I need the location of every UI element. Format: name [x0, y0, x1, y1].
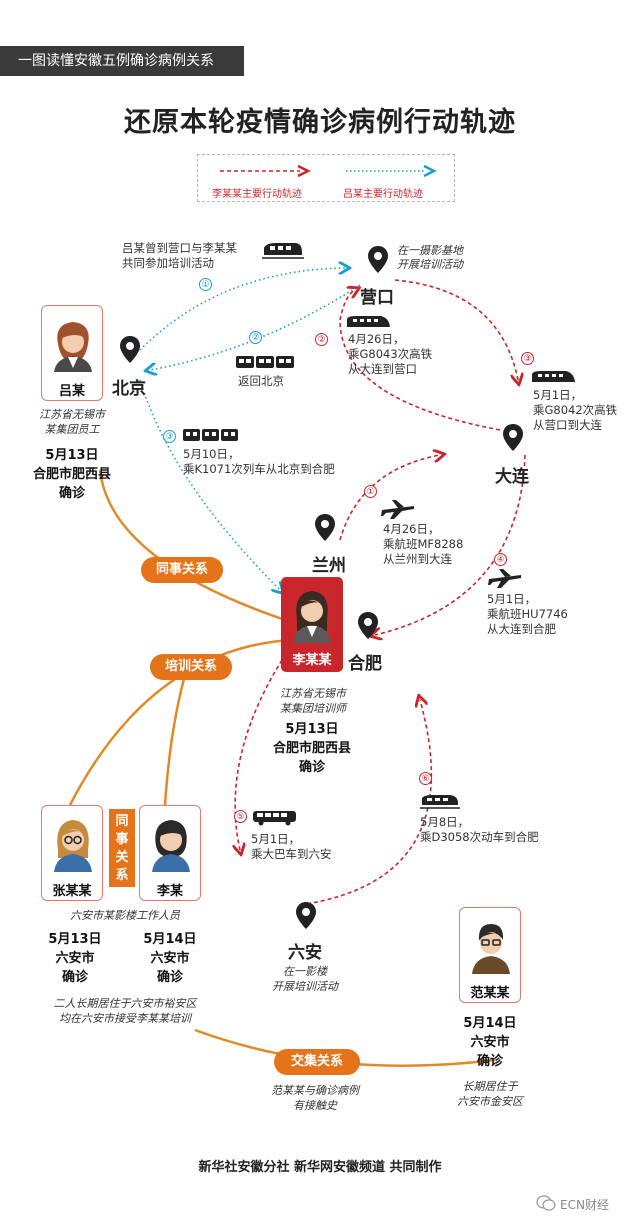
blue-route-1 [139, 268, 345, 351]
blue-route-legend-icon [346, 164, 437, 178]
cross-relation-note: 范某某与确诊病例 有接触史 [271, 1084, 359, 1112]
male-glasses-avatar-icon [472, 924, 510, 974]
person-desc-fan: 长期居住于 六安市金安区 [457, 1080, 523, 1108]
person-desc-lv: 江苏省无锡市 某集团员工 [39, 408, 105, 436]
bus-icon [253, 811, 296, 826]
red-route-3-number: ③ [521, 352, 534, 365]
train-icon [262, 243, 304, 259]
luan-pin-icon [296, 902, 316, 929]
watermark: ECN财经 [560, 1198, 609, 1212]
red-route-4 [375, 454, 526, 635]
blue-route-2-number: ② [249, 331, 262, 344]
red-route-6-number: ⑥ [419, 772, 432, 785]
training-relation-badge: 培训关系 [150, 654, 232, 680]
header-tag: 一图读懂安徽五例确诊病例关系 [0, 46, 244, 76]
person-desc-li-main: 江苏省无锡市 某集团培训师 [280, 687, 346, 715]
female-avatar-icon [293, 591, 331, 643]
female-glasses-avatar-icon [54, 820, 92, 872]
train-car-icon [183, 429, 238, 441]
training-relation-line-1 [68, 638, 291, 806]
person-card-zhang: 张某某 [41, 805, 103, 901]
red-route-6 [299, 700, 433, 906]
legend-blue-label: 吕某主要行动轨迹 [343, 189, 423, 200]
red-route-3 [394, 279, 518, 380]
red-route-5-note: 5月1日， 乘大巴车到六安 [251, 832, 332, 861]
beijing-pin-icon [120, 336, 140, 363]
city-luan: 六安 [288, 943, 322, 963]
red-route-1-note: 4月26日， 乘航班MF8288 从兰州到大连 [383, 522, 464, 566]
person-card-li2: 李某 [139, 805, 201, 901]
person-card-lv: 吕某 [41, 305, 103, 401]
person-date-li2: 5月14日 六安市 确诊 [143, 932, 197, 985]
person-date-lv: 5月13日 合肥市肥西县 确诊 [32, 448, 111, 501]
blue-route-1-note: 吕某曾到营口与李某某 共同参加培训活动 [122, 241, 237, 270]
person-name-fan: 范某某 [470, 986, 510, 1001]
person-name-lv: 吕某 [58, 384, 85, 399]
train-car-icon [236, 356, 294, 368]
red-route-5 [235, 659, 283, 850]
person-date-li-main: 5月13日 合肥市肥西县 确诊 [272, 722, 351, 775]
red-route-6-note: 5月8日， 乘D3058次动车到合肥 [420, 815, 539, 844]
yingkou-pin-icon [368, 246, 388, 273]
person-name-zhang: 张某某 [52, 884, 92, 899]
high-speed-train-icon [532, 371, 575, 382]
blue-route-3-number: ③ [163, 430, 176, 443]
pair-note: 二人长期居住于六安市裕安区 均在六安市接受李某某培训 [53, 997, 197, 1025]
airplane-icon [488, 569, 521, 588]
cross-relation-badge: 交集关系 [274, 1049, 360, 1075]
blue-route-3-note: 5月10日， 乘K1071次列车从北京到合肥 [183, 447, 335, 476]
yingkou-note: 在一摄影基地 开展培训活动 [397, 244, 463, 271]
person-date-zhang: 5月13日 六安市 确诊 [48, 932, 102, 985]
luan-note: 在一影楼 开展培训活动 [272, 965, 338, 993]
blue-route-2-note: 返回北京 [238, 374, 284, 388]
city-yingkou: 营口 [360, 288, 394, 308]
person-card-fan: 范某某 [459, 907, 521, 1003]
red-route-3-note: 5月1日， 乘G8042次高铁 从营口到大连 [533, 388, 618, 432]
wechat-icon [536, 1195, 556, 1211]
city-lanzhou: 兰州 [312, 556, 346, 576]
person-date-fan: 5月14日 六安市 确诊 [463, 1016, 517, 1069]
person-name-li-main: 李某某 [292, 653, 332, 668]
red-route-legend-icon [220, 164, 311, 178]
colleague-relation-line [98, 469, 286, 622]
city-dalian: 大连 [495, 467, 529, 487]
legend: 李某某主要行动轨迹 吕某主要行动轨迹 [197, 154, 455, 202]
high-speed-train-icon [347, 316, 390, 327]
pair-desc: 六安市某影楼工作人员 [70, 909, 180, 922]
lanzhou-pin-icon [315, 514, 335, 541]
red-route-2-number: ② [315, 333, 328, 346]
person-name-li2: 李某 [156, 884, 183, 899]
person-card-li-main: 李某某 [281, 577, 343, 672]
footer-credits: 新华社安徽分社 新华网安徽频道 共同制作 [198, 1160, 442, 1175]
female-avatar-icon [54, 322, 92, 372]
city-hefei: 合肥 [348, 654, 382, 674]
train-icon [420, 795, 460, 809]
hefei-pin-icon [358, 612, 378, 639]
dalian-pin-icon [503, 424, 523, 451]
blue-route-1-number: ① [199, 278, 212, 291]
colleague-relation-vertical-badge: 同 事 关 系 [109, 809, 135, 887]
legend-red-label: 李某某主要行动轨迹 [212, 189, 302, 200]
page-title: 还原本轮疫情确诊病例行动轨迹 [124, 107, 516, 138]
red-route-4-number: ④ [494, 553, 507, 566]
red-route-1-number: ① [364, 485, 377, 498]
training-relation-line-2 [163, 674, 187, 806]
red-route-5-number: ⑤ [234, 810, 247, 823]
airplane-icon [381, 500, 414, 519]
colleague-relation-badge: 同事关系 [141, 557, 223, 583]
red-route-4-note: 5月1日， 乘航班HU7746 从大连到合肥 [487, 592, 568, 636]
city-beijing: 北京 [112, 379, 146, 399]
red-route-1 [339, 455, 440, 541]
blue-route-3 [139, 379, 280, 590]
red-route-2 [339, 290, 501, 431]
female-avatar-icon [152, 820, 190, 872]
red-route-2-note: 4月26日， 乘G8043次高铁 从大连到营口 [348, 332, 433, 376]
